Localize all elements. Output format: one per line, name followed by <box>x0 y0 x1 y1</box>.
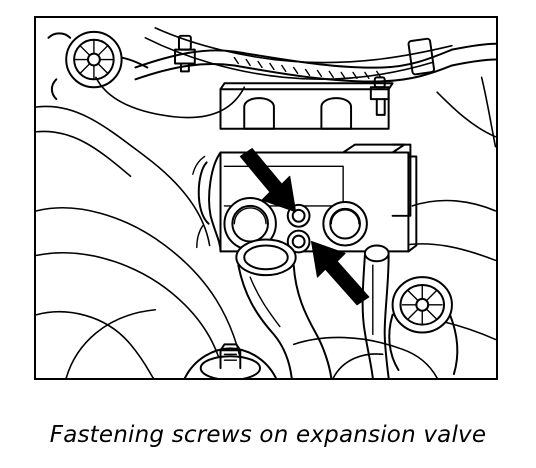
figure-caption: Fastening screws on expansion valve <box>49 422 487 448</box>
refrigerant-pipe-left <box>235 238 333 378</box>
harness-clip <box>174 34 196 73</box>
illustration-frame <box>34 16 498 380</box>
lower-bolt <box>183 343 277 378</box>
wiring-harness <box>134 37 496 83</box>
upper-left-cap <box>47 30 149 101</box>
valve-ports <box>223 197 368 251</box>
fastening-screws <box>286 203 311 254</box>
arrow-icon <box>239 148 370 306</box>
refrigerant-pipe-right <box>361 244 390 378</box>
right-cap <box>388 276 459 376</box>
engine-bay-illustration <box>36 27 496 378</box>
